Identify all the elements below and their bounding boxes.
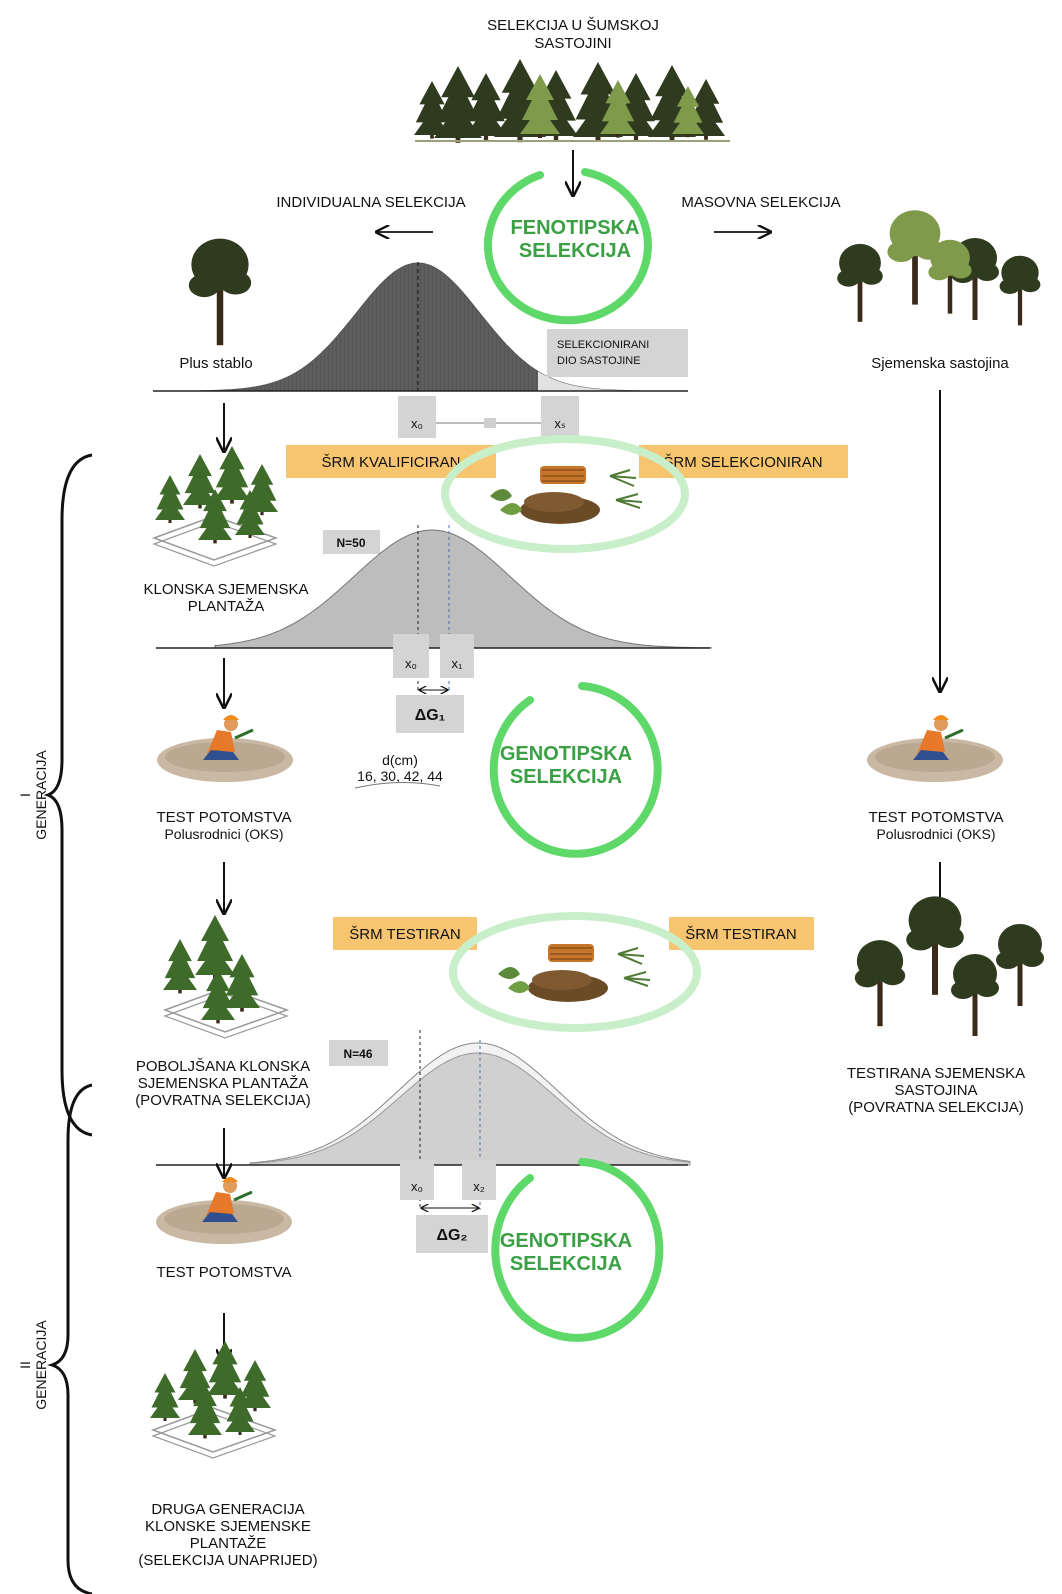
seed-stand-label: Sjemenska sastojina	[871, 355, 1009, 372]
x1-box	[440, 634, 474, 678]
generation-1-numeral: I	[17, 793, 33, 797]
tag-tested-left-text: ŠRM TESTIRAN	[349, 926, 460, 943]
n46-box	[329, 1040, 388, 1066]
improved-plantation-label-1: POBOLJŠANA KLONSKA	[136, 1058, 310, 1075]
tested-stand-illustration	[854, 896, 1044, 1036]
phenotypic-label-2: SELEKCIJA	[519, 240, 631, 262]
n50-box	[323, 530, 380, 554]
improved-plantation-label-2: SJEMENSKA PLANTAŽA	[138, 1075, 309, 1092]
individual-selection-label: INDIVIDUALNA SELEKCIJA	[276, 194, 465, 211]
dg2-box	[416, 1215, 488, 1253]
second-gen-plantation-illustration	[150, 1341, 276, 1459]
generation-1-brace	[43, 453, 93, 1137]
distribution-2-curve	[214, 529, 713, 649]
selected-part-box	[547, 329, 688, 377]
distribution-1-curve	[199, 262, 641, 392]
progeny-test-left-2: Polusrodnici (OKS)	[164, 826, 283, 842]
progeny-test-illustration-right	[865, 713, 1005, 784]
dg1-box	[396, 695, 464, 733]
tested-stand-label-2: SASTOJINA	[894, 1082, 977, 1099]
progeny-test-right-2: Polusrodnici (OKS)	[876, 826, 995, 842]
tag-tested-left	[333, 917, 477, 950]
phenotypic-ring	[483, 168, 652, 325]
phenotypic-label-1: FENOTIPSKA	[511, 217, 640, 239]
distribution-1-selected-tail	[538, 371, 640, 391]
tag-tested-right	[669, 917, 814, 950]
genotypic-ring-1	[489, 682, 662, 858]
clonal-plantation-label-1: KLONSKA SJEMENSKA	[143, 581, 308, 598]
n46-label: N=46	[343, 1047, 372, 1061]
xs-box	[541, 396, 579, 438]
title-line-2: SASTOJINI	[534, 35, 611, 52]
improved-plantation-illustration	[163, 915, 288, 1039]
selected-part-label-2: DIO SASTOJINE	[557, 355, 641, 367]
d-cm-values: 16, 30, 42, 44	[357, 768, 443, 784]
generation-2-numeral: II	[17, 1361, 33, 1369]
progeny-test-left-1: TEST POTOMSTVA	[156, 809, 291, 826]
genotypic-label-1a: GENOTIPSKA	[500, 743, 632, 765]
generation-1-label: I GENERACIJA	[17, 750, 49, 840]
genotypic-label-2b: SELEKCIJA	[510, 1253, 622, 1275]
distribution-1	[153, 262, 688, 392]
n50-label: N=50	[336, 536, 365, 550]
second-gen-label-4: (SELEKCIJA UNAPRIJED)	[138, 1552, 317, 1569]
x0-box-2	[393, 634, 429, 678]
d-cm-label: d(cm)	[382, 752, 418, 768]
x0-label-3: x₀	[411, 1179, 423, 1194]
x2-label: x₂	[473, 1179, 485, 1194]
generation-2-label: II GENERACIJA	[17, 1320, 49, 1410]
title-line-1: SELEKCIJA U ŠUMSKOJ	[487, 17, 659, 34]
dg2-label: ΔG₂	[436, 1227, 467, 1244]
x1-label: x₁	[452, 656, 464, 671]
tag-qualified-text: ŠRM KVALIFICIRAN	[322, 454, 461, 471]
plus-tree-label: Plus stablo	[179, 355, 252, 372]
second-gen-label-3: PLANTAŽE	[190, 1535, 266, 1552]
tag-tested-right-text: ŠRM TESTIRAN	[685, 926, 796, 943]
tested-stand-label-1: TESTIRANA SJEMENSKA	[847, 1065, 1025, 1082]
genotypic-label-1b: SELEKCIJA	[510, 766, 622, 788]
material-ring-2	[449, 912, 701, 1032]
clonal-plantation-label-2: PLANTAŽA	[188, 598, 264, 615]
x2-box	[462, 1160, 496, 1200]
distribution-2	[156, 525, 713, 690]
genotypic-ring-2	[491, 1158, 664, 1342]
selected-part-label-1: SELEKCIONIRANI	[557, 339, 649, 351]
x0-label-1: x₀	[411, 416, 423, 431]
clonal-plantation-illustration	[153, 446, 278, 567]
dg1-label: ΔG₁	[415, 707, 446, 724]
tested-stand-label-3: (POVRATNA SELEKCIJA)	[848, 1099, 1024, 1116]
seed-material-2	[497, 943, 651, 1003]
progeny-test-illustration-1	[155, 713, 295, 784]
material-ring-1	[441, 435, 689, 553]
seed-stand-illustration	[837, 210, 1041, 326]
forest-illustration	[414, 59, 730, 143]
tag-selected-text: ŠRM SELEKCIONIRAN	[663, 454, 822, 471]
connector-marker	[484, 418, 496, 428]
distribution-3-inner-curve	[249, 1052, 691, 1166]
xs-label: xₛ	[554, 416, 566, 431]
second-gen-label-2: KLONSKE SJEMENSKE	[145, 1518, 311, 1535]
generation-1-text: GENERACIJA	[33, 750, 49, 840]
plus-tree-illustration	[188, 238, 252, 346]
mass-selection-label: MASOVNA SELEKCIJA	[681, 194, 840, 211]
progeny-test-right-1: TEST POTOMSTVA	[868, 809, 1003, 826]
x0-box-1	[398, 396, 436, 438]
d-cm-strike	[354, 781, 441, 789]
generation-2-brace	[46, 1083, 93, 1594]
genotypic-label-2a: GENOTIPSKA	[500, 1230, 632, 1252]
progeny-test-gen2-label: TEST POTOMSTVA	[156, 1264, 291, 1281]
second-gen-label-1: DRUGA GENERACIJA	[151, 1501, 304, 1518]
tag-qualified	[286, 445, 496, 478]
improved-plantation-label-3: (POVRATNA SELEKCIJA)	[135, 1092, 311, 1109]
seed-material-1	[489, 465, 643, 525]
generation-2-text: GENERACIJA	[33, 1320, 49, 1410]
progeny-test-illustration-2	[154, 1175, 294, 1246]
x0-label-2: x₀	[405, 656, 417, 671]
x0-box-3	[400, 1160, 434, 1200]
